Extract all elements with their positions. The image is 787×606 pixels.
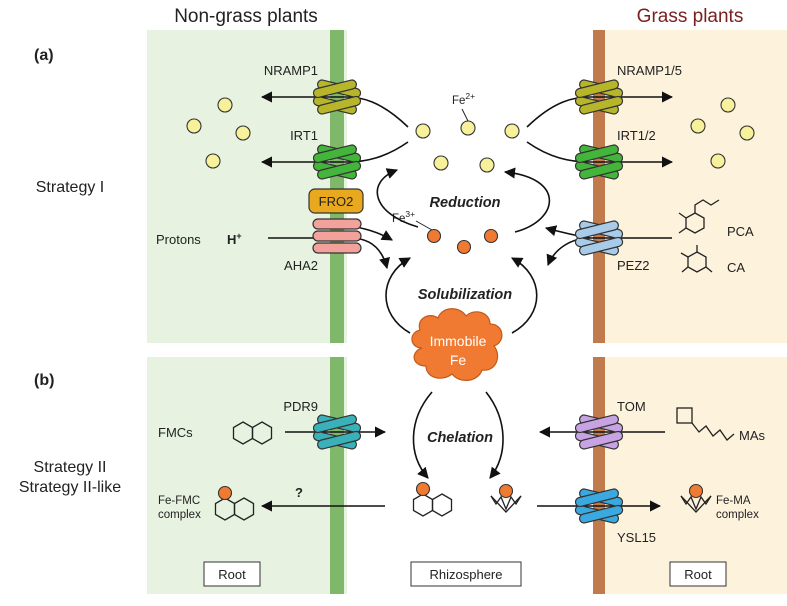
fe-fmc-label-2: complex [158,509,201,521]
strategy-one-label: Strategy I [36,179,104,196]
fe-fmc-root-icon [214,485,255,521]
nramp1-label: NRAMP1 [264,63,318,78]
svg-text:Fe: Fe [450,352,467,368]
fe2-dots-rhizosphere [415,120,520,173]
fmcs-label: FMCs [158,425,193,440]
ca-label: CA [727,260,745,275]
reduction-arrow-left [376,168,419,228]
panel-label-a: (a) [34,47,54,64]
non-grass-bg-top [147,30,347,343]
svg-text:Rhizosphere: Rhizosphere [430,567,503,582]
fe2-label: Fe2+ [452,91,475,107]
fe2-dots-non-grass [186,97,251,169]
reduction-arrow-right [503,167,551,233]
ca-structure-icon [680,245,713,273]
rhizosphere-box: Rhizosphere [410,561,522,587]
mas-label: MAs [739,428,766,443]
grass-bg-top [593,30,787,343]
irt1-label: IRT1 [290,128,318,143]
svg-text:Immobile: Immobile [430,333,487,349]
process-solubilization: Solubilization [418,287,512,303]
chelation-arrow-right [485,391,504,479]
svg-text:FRO2: FRO2 [319,194,354,209]
non-grass-bg-bottom [147,357,347,594]
fe-ma-label-2: complex [716,509,759,521]
protons-label: Protons [156,232,201,247]
h-label: H+ [227,231,242,247]
grass-bg-bottom [593,357,787,594]
panel-label-b: (b) [34,372,54,389]
process-chelation: Chelation [427,430,493,446]
non-grass-membrane-top [330,30,344,343]
svg-text:Root: Root [684,567,712,582]
solubilization-arrow-right [511,257,538,334]
pdr9-label: PDR9 [283,399,318,414]
irt12-label: IRT1/2 [617,128,656,143]
aha2-label: AHA2 [284,258,318,273]
root-box-left: Root [203,561,261,587]
solubilization-arrow-left [385,257,411,334]
grass-membrane-bottom [593,357,605,594]
strategy-two-label: Strategy II [34,459,107,476]
non-grass-membrane-bottom [330,357,344,594]
tom-label: TOM [617,399,646,414]
pca-structure-icon [678,199,720,234]
fe-fmc-center-icon [412,481,453,517]
fe3-dots [426,228,499,255]
header-non-grass: Non-grass plants [174,6,318,27]
question-mark: ? [295,485,303,500]
fe-ma-root-icon [680,483,712,513]
pca-label: PCA [727,224,754,239]
chelation-arrow-left [412,391,433,479]
grass-membrane-top [593,30,605,343]
fe3-pointer [415,220,433,231]
header-grass: Grass plants [637,6,744,27]
process-reduction: Reduction [430,195,501,211]
fe-ma-label-1: Fe-MA [716,495,751,507]
ysl15-label: YSL15 [617,530,656,545]
pez2-label: PEZ2 [617,258,650,273]
svg-text:Root: Root [218,567,246,582]
nramp15-label: NRAMP1/5 [617,63,682,78]
fe-ma-center-icon [490,483,522,513]
fe2-pointer [461,108,469,122]
nramp15-curve [526,96,591,128]
fe-fmc-label-1: Fe-FMC [158,495,200,507]
immobile-fe-cloud: Immobile Fe [411,308,503,381]
root-box-right: Root [669,561,727,587]
ma-structure-icon [676,407,735,441]
aha2-pump [312,218,362,254]
strategy-two-like-label: Strategy II-like [19,479,121,496]
fro2-protein: FRO2 [308,188,364,214]
fe2-dots-grass [690,97,755,169]
